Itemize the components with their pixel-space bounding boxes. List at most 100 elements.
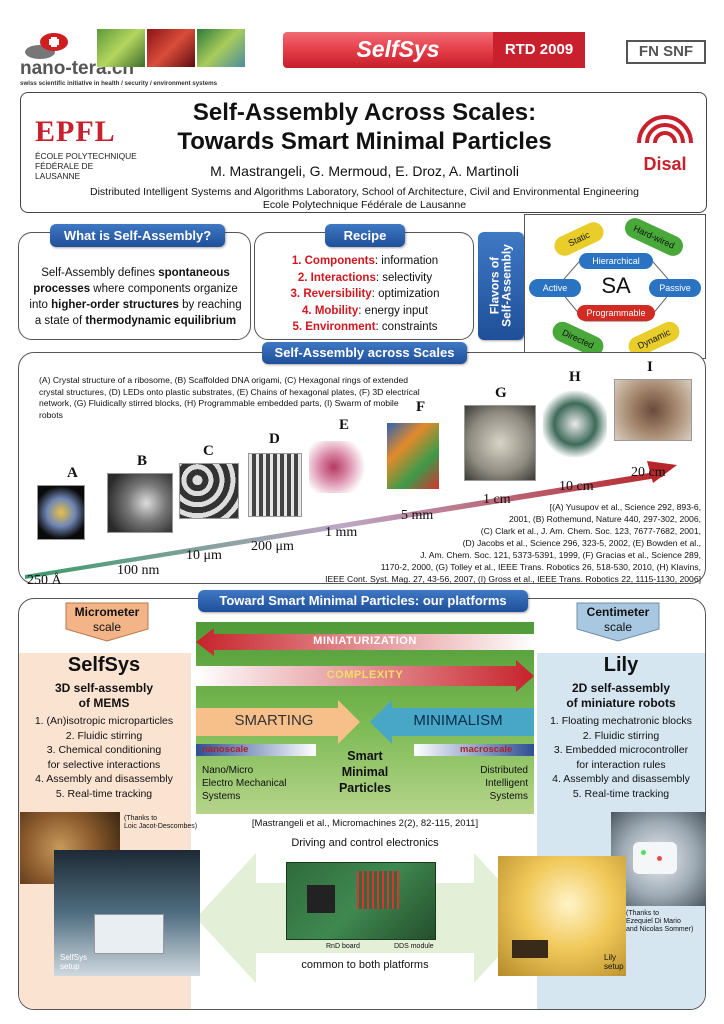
board-label-rnd: RnD board xyxy=(326,943,360,950)
center-diagram: MINIATURIZATION COMPLEXITY SMARTING MINI… xyxy=(196,622,534,814)
what-panel: Self-Assembly defines spontaneous proces… xyxy=(18,232,251,340)
dis-caption: Distributed Intelligent Systems xyxy=(480,765,528,802)
epfl-logo: EPFL ÉCOLE POLYTECHNIQUE FÉDÉRALE DE LAU… xyxy=(35,115,139,181)
tag-active: Active xyxy=(529,279,581,297)
electronics-board-photo xyxy=(286,862,436,940)
recipe-item: 2. Interactions: selectivity xyxy=(297,271,433,284)
letter-g: G xyxy=(495,385,507,401)
flavors-label-2: Self-Assembly xyxy=(499,244,513,327)
header-image-strip xyxy=(97,29,245,67)
selfsys-setup-label: SelfSys setup xyxy=(60,953,88,971)
lily-list: 1. Floating mechatronic blocks 2. Fluidi… xyxy=(550,715,692,800)
photo-c-hexagonal-rings xyxy=(179,463,239,519)
tag-programmable: Programmable xyxy=(577,305,655,321)
scale-citations: [(A) Yusupov et al., Science 292, 893-6,… xyxy=(325,502,701,584)
centimeter-label: Centimeter xyxy=(586,605,650,619)
micrometer-callout: Micrometer scale xyxy=(64,601,150,643)
photo-g-stirred-blocks xyxy=(464,405,536,481)
scales-panel: (A) Crystal structure of a ribosome, (B)… xyxy=(18,352,706,588)
minimalism-label: MINIMALISM xyxy=(413,712,503,729)
lily-robots-photo xyxy=(611,812,706,906)
affiliation-1: Distributed Intelligent Systems and Algo… xyxy=(89,186,639,198)
lily-setup-photo xyxy=(498,856,626,976)
letter-i: I xyxy=(647,359,653,375)
banner-title: SelfSys xyxy=(356,36,440,62)
epfl-name-1: ÉCOLE POLYTECHNIQUE xyxy=(35,151,137,161)
fnsnf-logo: FN SNF xyxy=(626,40,706,64)
photo-d-leds xyxy=(248,453,302,517)
macroscale-label: macroscale xyxy=(460,744,513,755)
letter-a: A xyxy=(67,465,78,481)
nanotera-tagline: swiss scientific initiative in health / … xyxy=(20,80,218,87)
scale-arrow xyxy=(25,461,677,579)
selfsys-sub-2: of MEMS xyxy=(78,696,130,710)
board-label-dds: DDS module xyxy=(394,943,434,950)
photo-i-swarm xyxy=(614,379,692,441)
scales-legend: (A) Crystal structure of a ribosome, (B)… xyxy=(39,375,420,420)
selfsys-sub-1: 3D self-assembly xyxy=(54,681,154,695)
authors: M. Mastrangeli, G. Mermoud, E. Droz, A. … xyxy=(210,163,519,179)
electronics-title: Driving and control electronics xyxy=(291,837,439,849)
smarting-label: SMARTING xyxy=(234,712,314,729)
letter-b: B xyxy=(137,453,148,469)
selfsys-setup-photo xyxy=(54,850,200,976)
size-10um: 10 μm xyxy=(186,548,222,563)
nems-caption: Nano/Micro Electro Mechanical Systems xyxy=(202,765,287,802)
selfsys-text: SelfSys 3D self-assembly of MEMS 1. (An)… xyxy=(18,654,190,801)
lily-thanks: (Thanks to Ezequiel Di Mario and Nicolas… xyxy=(626,910,694,933)
selfsys-thanks: (Thanks to Loic Jacot-Descombes) xyxy=(124,815,198,830)
smart-minimal-particles: Smart Minimal Particles xyxy=(338,749,392,795)
lily-sub-1: 2D self-assembly xyxy=(571,681,671,695)
disal-wordmark: Disal xyxy=(643,154,687,174)
disal-logo: Disal xyxy=(633,109,697,175)
micrometer-scale: scale xyxy=(92,620,121,634)
title-box: EPFL ÉCOLE POLYTECHNIQUE FÉDÉRALE DE LAU… xyxy=(20,92,707,213)
recipe-item: 5. Environment: constraints xyxy=(292,321,438,333)
centimeter-callout: Centimeter scale xyxy=(575,601,661,643)
affiliation-2: Ecole Polytechnique Fédérale de Lausanne xyxy=(262,199,467,211)
selfsys-list: 1. (An)isotropic microparticles 2. Fluid… xyxy=(34,715,174,800)
recipe-item: 4. Mobility: energy input xyxy=(302,304,428,317)
nanoscale-label: nanoscale xyxy=(202,744,249,755)
lily-setup-label: Lily setup xyxy=(604,953,624,971)
selfsys-title: SelfSys xyxy=(67,654,141,676)
flavors-diagram: SA Static Hard-wired Hierarchical Active… xyxy=(524,214,706,360)
size-20cm: 20 cm xyxy=(631,465,666,480)
epfl-wordmark: EPFL xyxy=(35,115,116,148)
platforms-heading: Toward Smart Minimal Particles: our plat… xyxy=(198,590,528,612)
recipe-heading: Recipe xyxy=(325,224,405,247)
size-1mm: 1 mm xyxy=(325,525,358,540)
size-250a: 250 Å xyxy=(27,573,62,588)
recipe-item: 1. Components: information xyxy=(291,255,439,267)
lily-sub-2: of miniature robots xyxy=(566,696,676,710)
photo-f-3d-network xyxy=(387,423,439,489)
micrometer-label: Micrometer xyxy=(74,605,140,619)
size-10cm: 10 cm xyxy=(559,479,594,494)
complexity-label: COMPLEXITY xyxy=(326,669,404,681)
selfsys-banner: SelfSys RTD 2009 xyxy=(283,32,585,68)
letter-h: H xyxy=(569,369,581,385)
miniaturization-label: MINIATURIZATION xyxy=(313,635,417,647)
letter-f: F xyxy=(416,399,426,415)
tag-passive: Passive xyxy=(649,279,701,297)
photo-a-ribosome xyxy=(37,485,85,540)
electronics-footer: common to both platforms xyxy=(301,959,429,971)
recipe-item: 3. Reversibility: optimization xyxy=(290,288,440,300)
size-5mm: 5 mm xyxy=(401,508,434,523)
scales-heading: Self-Assembly across Scales xyxy=(262,342,467,364)
photo-b-dna-origami xyxy=(107,473,173,533)
tag-hierarchical: Hierarchical xyxy=(579,253,653,269)
epfl-name-2: FÉDÉRALE DE LAUSANNE xyxy=(35,161,94,181)
size-100nm: 100 nm xyxy=(117,563,160,578)
size-200um: 200 μm xyxy=(251,539,294,554)
size-1cm: 1 cm xyxy=(483,492,511,507)
recipe-panel: 1. Components: information 2. Interactio… xyxy=(254,232,474,340)
letter-c: C xyxy=(203,443,214,459)
photo-e-chains xyxy=(309,441,371,493)
letter-d: D xyxy=(269,431,280,447)
title-line-2: Towards Smart Minimal Particles xyxy=(177,128,552,155)
photo-h-programmable-parts xyxy=(543,391,607,457)
what-heading: What is Self-Assembly? xyxy=(50,224,225,247)
sa-center: SA xyxy=(601,273,631,298)
flavors-vertical-label: Flavors of Self-Assembly xyxy=(478,232,524,340)
